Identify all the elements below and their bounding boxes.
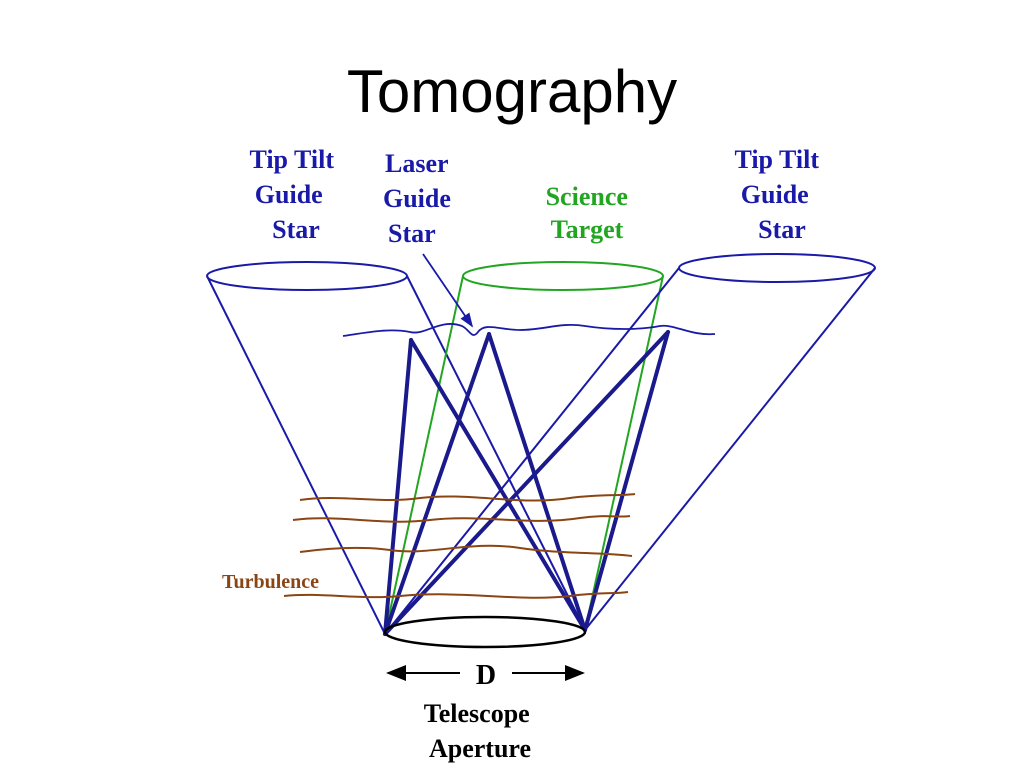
laser-guide-star-label: Laser Guide Star [383,149,457,248]
turbulence-wave [299,544,633,557]
sodium-layer-wave [342,323,716,337]
right-tiptilt-cone [384,253,876,635]
diameter-label: D [476,660,496,691]
science-target-label: Science Target [546,182,635,244]
turbulence-wave [292,515,631,523]
science-cone-top [462,261,664,291]
telescope-aperture [383,615,587,649]
turbulence-label: Turbulence [222,571,319,593]
laser-beam [409,338,587,632]
tip-tilt-left-label: Tip Tilt Guide Star [249,145,340,244]
laser-beam [487,332,587,632]
laser-beam [583,330,670,632]
turbulence-wave [299,493,636,502]
right-cone-top [678,253,876,283]
laser-beams [383,330,670,636]
left-tiptilt-cone [206,261,586,635]
slide-title: Tomography [346,58,678,125]
science-cone [384,261,664,635]
laser-beam [383,330,670,636]
left-cone-top [206,261,408,291]
laser-pointer-arrow [422,253,474,328]
laser-beam [383,338,413,636]
turbulence-layers [283,493,636,599]
turbulence-wave [283,591,629,599]
laser-beam [383,332,491,636]
telescope-aperture-label: Telescope Aperture [424,699,536,763]
tip-tilt-right-label: Tip Tilt Guide Star [734,145,825,244]
